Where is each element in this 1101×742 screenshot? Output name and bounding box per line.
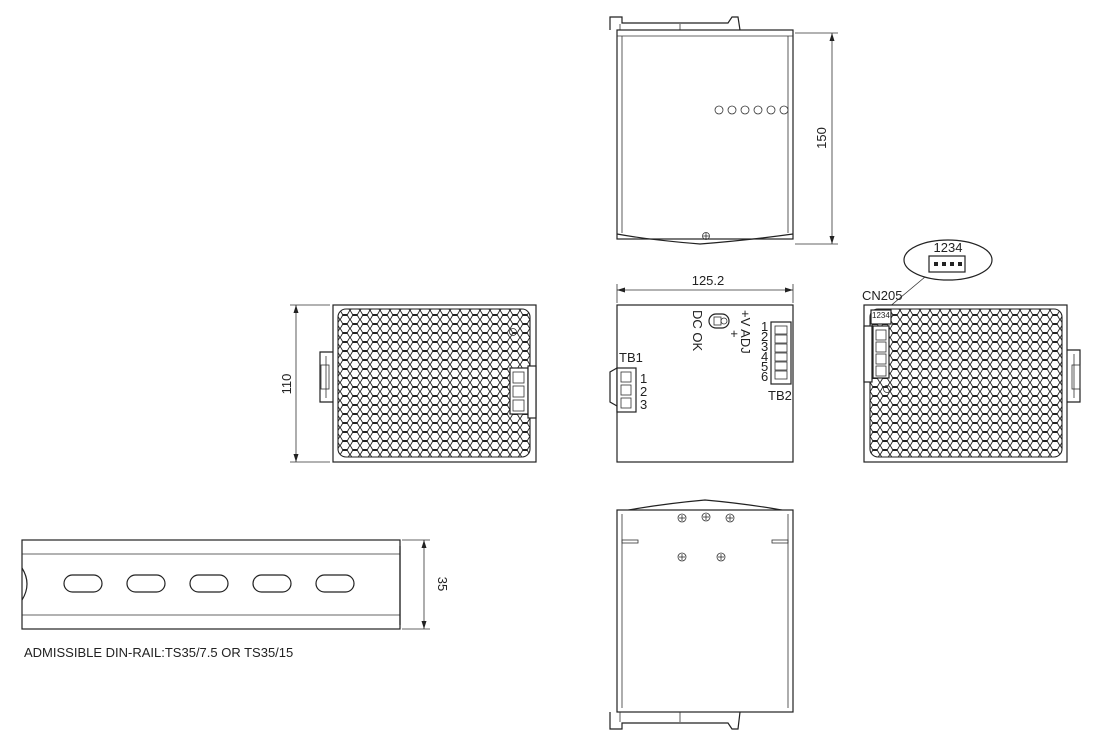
dimension-rail: 35 <box>402 539 450 630</box>
top-view-bottom-edge <box>616 233 794 245</box>
bottom-view-screws <box>677 512 735 562</box>
bottom-view-din-clip <box>609 711 741 730</box>
right-side-din-clip <box>1067 349 1081 403</box>
top-view-body <box>616 29 794 240</box>
top-view-vent-holes <box>714 105 789 115</box>
dimension-depth: 110 <box>279 304 330 463</box>
right-side-view: 1234 CN205 1234 <box>862 239 1081 463</box>
bottom-view-top-edge <box>616 499 794 513</box>
tb1-pin-1: 1 <box>640 371 647 386</box>
connector-zoom-pin-marks <box>934 262 962 266</box>
top-view-screw-icon <box>702 232 710 240</box>
right-side-led-icon <box>883 385 891 393</box>
connector-zoom-bubble <box>903 239 993 281</box>
dimension-width-label: 125.2 <box>692 273 725 288</box>
bottom-view-slot-right <box>771 539 789 544</box>
tb2-pin-4: 4 <box>761 349 768 364</box>
tb1-terminal-block <box>616 367 637 413</box>
top-view: 150 <box>609 16 838 245</box>
tb2-label: TB2 <box>768 388 792 403</box>
left-side-din-clip <box>319 351 333 403</box>
tb2-pin-3: 3 <box>761 339 768 354</box>
tb1-pin-2: 2 <box>640 384 647 399</box>
dimension-depth-label: 110 <box>279 374 294 395</box>
din-rail: 35 ADMISSIBLE DIN-RAIL:TS35/7.5 OR TS35/… <box>21 539 450 660</box>
bottom-view <box>609 499 794 730</box>
vadj-potentiometer-icon <box>708 313 730 329</box>
cn205-pins-small: 1234 <box>872 311 890 320</box>
front-view: 125.2 TB1 1 2 3 DC OK +V ADJ + <box>609 273 794 463</box>
front-view-body <box>616 304 794 463</box>
dimension-height: 150 <box>795 32 838 245</box>
din-rail-note: ADMISSIBLE DIN-RAIL:TS35/7.5 OR TS35/15 <box>24 645 293 660</box>
left-side-view: 110 <box>279 304 537 463</box>
tb2-pin-5: 5 <box>761 359 768 374</box>
right-side-vent-grille <box>869 308 1063 458</box>
bottom-view-slot-left <box>621 539 639 544</box>
connector-zoom-pins: 1234 <box>934 240 963 255</box>
dimension-rail-label: 35 <box>435 577 450 591</box>
dc-ok-label: DC OK <box>690 310 705 352</box>
connector-zoom-icon <box>928 255 966 273</box>
cn205-label: CN205 <box>862 288 902 303</box>
dimension-width: 125.2 <box>616 273 794 303</box>
tb1-label: TB1 <box>619 350 643 365</box>
connector-leader-line <box>887 276 926 309</box>
top-view-din-clip <box>609 16 741 31</box>
tb2-pin-2: 2 <box>761 329 768 344</box>
tb2-pin-holes <box>774 325 788 380</box>
tb2-pin-6: 6 <box>761 369 768 384</box>
dimension-height-label: 150 <box>814 127 829 149</box>
din-rail-body <box>21 539 401 630</box>
vadj-label: +V ADJ <box>738 310 753 354</box>
bottom-view-body <box>616 509 794 713</box>
left-side-vent-grille <box>337 308 531 458</box>
tb2-pin-1: 1 <box>761 319 768 334</box>
tb1-pin-3: 3 <box>640 397 647 412</box>
tb1-handle <box>609 367 618 407</box>
left-side-led-icon <box>509 328 517 336</box>
vadj-plus-label: + <box>727 330 742 338</box>
cn205-connector <box>870 309 892 325</box>
din-rail-slots <box>63 574 355 593</box>
